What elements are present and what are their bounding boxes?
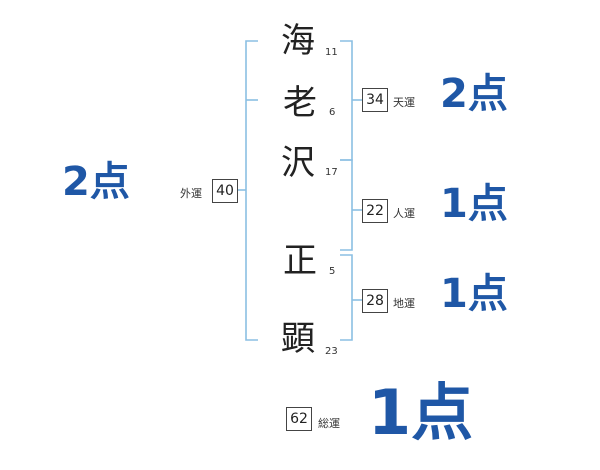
person-bracket <box>340 159 353 251</box>
name-char-3: 沢 <box>281 143 315 183</box>
name-char-1: 海 <box>281 21 315 61</box>
heaven-value-box: 34 <box>362 88 388 112</box>
earth-value-box: 28 <box>362 289 388 313</box>
person-value-box: 22 <box>362 199 388 223</box>
stroke-count-2: 6 <box>329 107 336 118</box>
heaven-label: 天運 <box>393 96 415 109</box>
outer-score: 2点 <box>62 159 130 205</box>
earth-label: 地運 <box>393 297 415 310</box>
heaven-score: 2点 <box>440 71 508 117</box>
stroke-count-3: 17 <box>325 167 338 178</box>
person-label: 人運 <box>393 207 415 220</box>
stroke-count-1: 11 <box>325 47 338 58</box>
earth-bracket <box>340 254 353 341</box>
name-char-2: 老 <box>283 83 317 123</box>
total-label: 総運 <box>318 417 340 430</box>
outer-value-box: 40 <box>212 179 238 203</box>
total-score: 1点 <box>368 376 474 449</box>
earth-score: 1点 <box>440 271 508 317</box>
stroke-count-4: 5 <box>329 266 336 277</box>
name-char-5: 顕 <box>281 319 315 359</box>
heaven-bracket <box>340 40 353 161</box>
outer-label: 外運 <box>180 187 202 200</box>
person-score: 1点 <box>440 181 508 227</box>
total-value-box: 62 <box>286 407 312 431</box>
name-char-4: 正 <box>283 241 317 281</box>
outer-bracket <box>245 40 258 341</box>
stroke-count-5: 23 <box>325 346 338 357</box>
